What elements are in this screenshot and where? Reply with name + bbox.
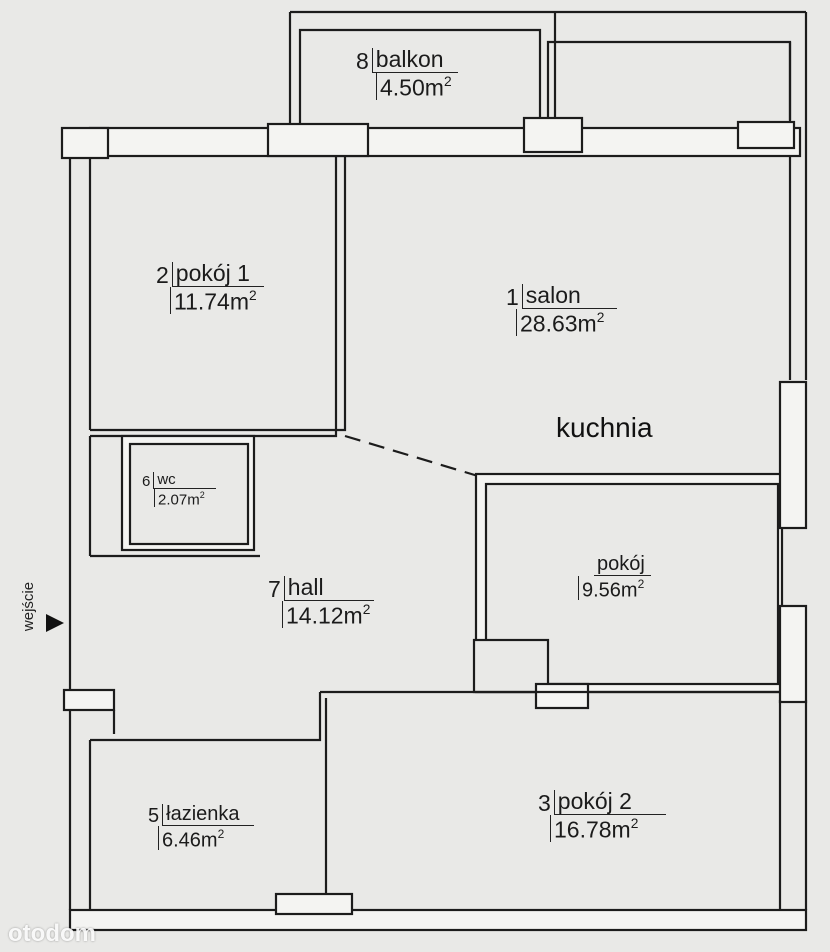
entrance-arrow-icon [46, 614, 64, 632]
watermark-logo: otodom [8, 920, 96, 947]
entrance-label: wejście [20, 581, 38, 632]
kitchen-label: kuchnia [556, 412, 653, 443]
balcony-outline [298, 28, 542, 128]
room-label-pokoj: pokój 9.56m2 [578, 554, 654, 601]
